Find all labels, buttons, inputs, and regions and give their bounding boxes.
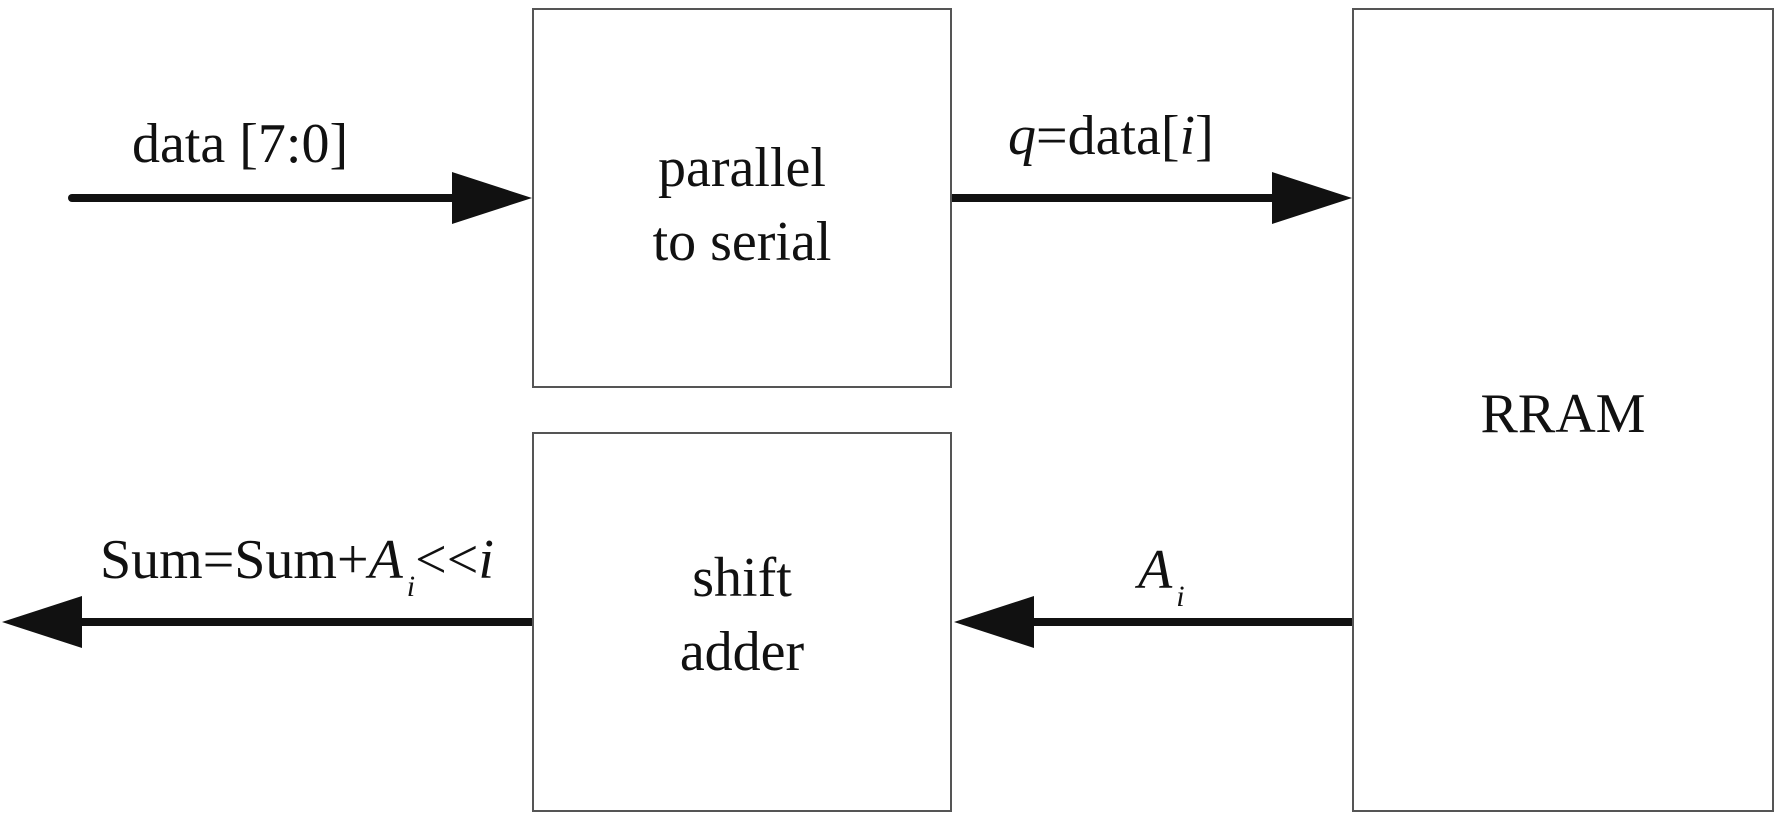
p2s-label-line2: to serial: [652, 211, 832, 273]
p2s-label-line1: parallel: [658, 137, 826, 199]
arrowhead-sum-out: [2, 596, 82, 648]
sum-a-sub: i: [406, 570, 416, 603]
q-rest: =data[: [1036, 105, 1180, 167]
arrowhead-a-to-adder: [954, 596, 1034, 648]
sum-a-var: A: [368, 529, 403, 591]
q-close: ]: [1195, 105, 1214, 167]
sum-prefix: Sum=Sum+: [100, 529, 369, 591]
arrowhead-data-in: [452, 172, 532, 224]
sum-shift: i: [478, 529, 494, 591]
rram-label: RRAM: [1480, 383, 1646, 445]
adder-label-line1: shift: [692, 547, 792, 609]
a-sub: i: [1176, 580, 1185, 613]
q-var: q: [1008, 105, 1036, 167]
rram-block: RRAM: [1352, 8, 1774, 812]
parallel-to-serial-block: parallel to serial: [532, 8, 952, 388]
a-var: A: [1138, 539, 1173, 601]
input-data-label: data [7:0]: [132, 113, 349, 175]
arrowhead-q-to-rram: [1272, 172, 1352, 224]
adder-label-line2: adder: [679, 621, 805, 683]
sum-op: <<: [415, 529, 479, 591]
shift-adder-block: shift adder: [532, 432, 952, 812]
q-data-label: q=data[i]: [1008, 106, 1214, 166]
q-index: i: [1179, 105, 1196, 167]
